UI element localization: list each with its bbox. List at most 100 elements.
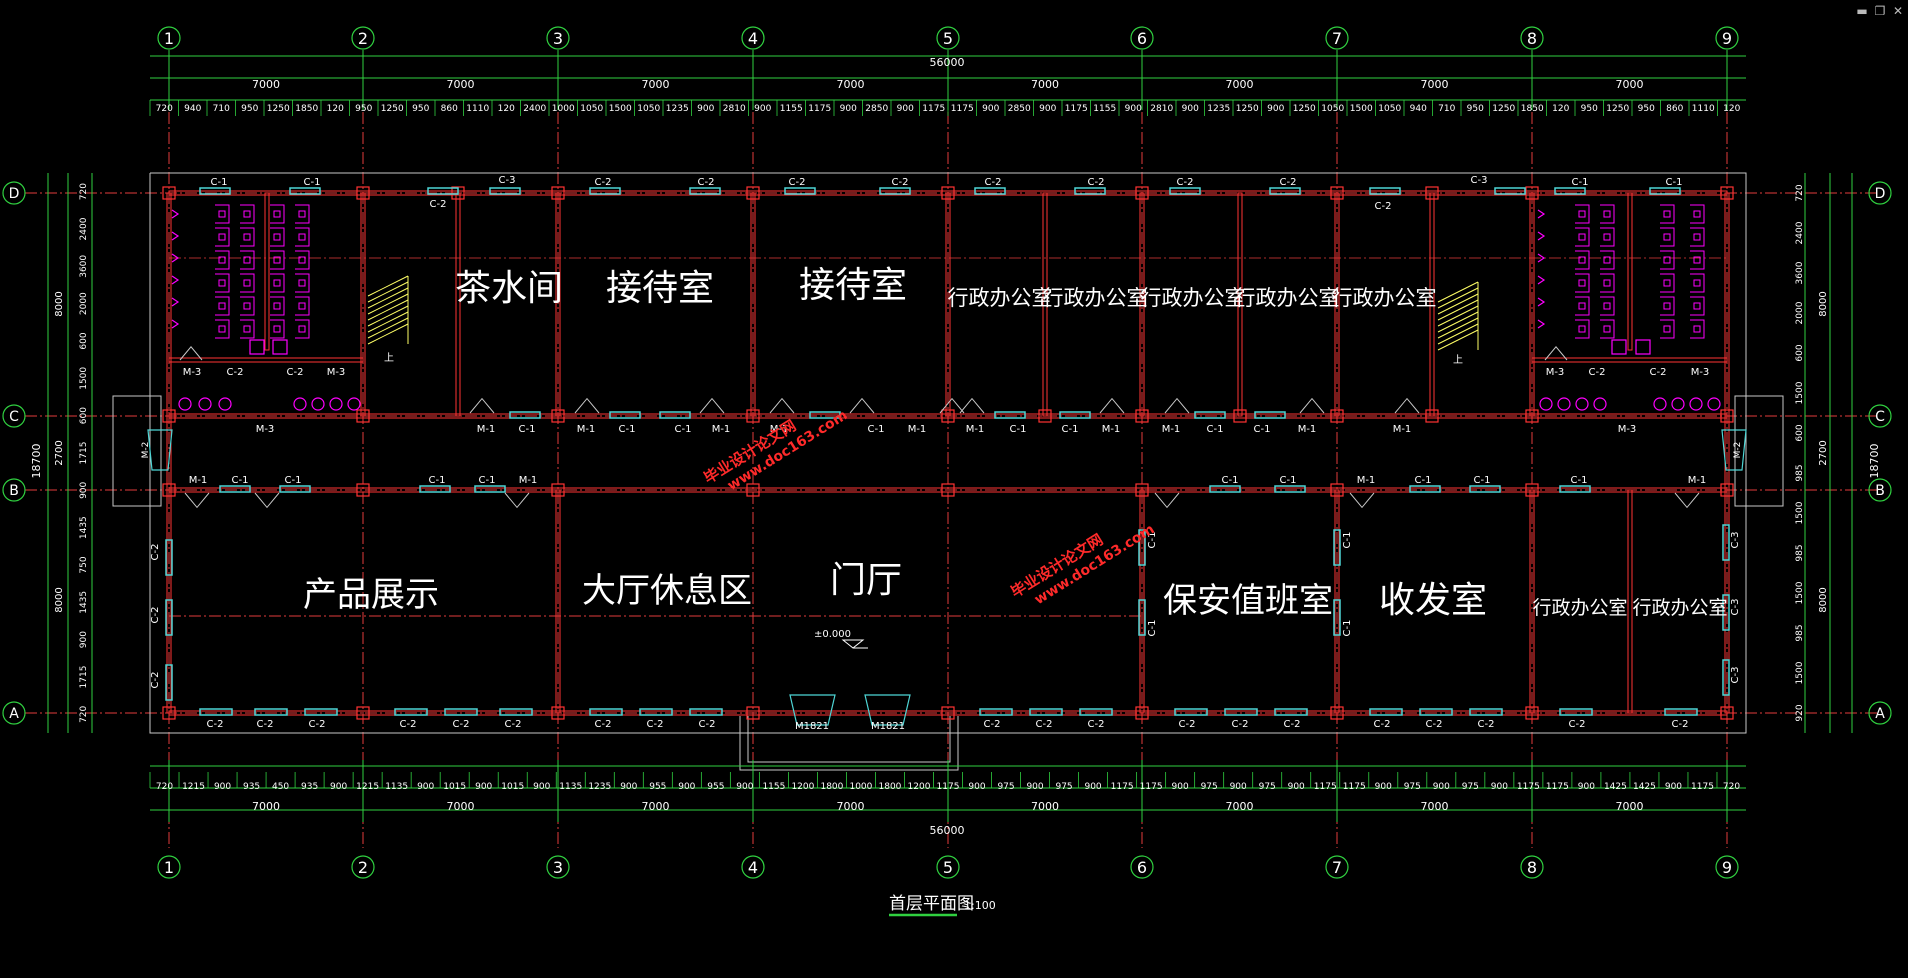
detail-dimension-bottom: 1425 <box>1604 782 1627 792</box>
toilet-stall <box>1600 319 1615 339</box>
window <box>1254 411 1286 419</box>
toilet-stall <box>1690 273 1705 293</box>
column <box>451 186 465 200</box>
toilet-bowl <box>298 256 306 264</box>
opening-tag: C-2 <box>647 719 664 730</box>
toilet-bowl <box>243 256 251 264</box>
toilet-bowl <box>1693 325 1701 333</box>
stair-tread <box>367 275 409 297</box>
restore-button[interactable]: ❐ <box>1874 4 1886 18</box>
window <box>589 187 621 195</box>
close-button[interactable]: ✕ <box>1892 4 1904 18</box>
axis-number-6: 6 <box>1137 29 1147 48</box>
toilet-bowl <box>243 210 251 218</box>
toilet-bowl <box>273 302 281 310</box>
window <box>1559 485 1591 493</box>
toilet-bowl <box>1578 302 1586 310</box>
toilet-bowl <box>243 233 251 241</box>
detail-dimension-bottom: 1200 <box>908 782 931 792</box>
opening-tag: C-1 <box>1342 532 1353 549</box>
detail-dimension-top: 1250 <box>1492 104 1515 114</box>
minimize-button[interactable]: ▬ <box>1856 4 1868 18</box>
stair-tread <box>367 311 409 333</box>
wall-segment <box>750 192 756 417</box>
bay-dimension-top: 7000 <box>252 78 280 91</box>
detail-dimension-right: 3600 <box>1795 261 1805 284</box>
detail-dimension-top: 1110 <box>1692 104 1715 114</box>
axis-bubble-7 <box>1325 855 1349 879</box>
toilet-stall <box>1600 204 1615 224</box>
axis-bubble-4 <box>741 855 765 879</box>
toilet-stall <box>295 296 310 316</box>
toilet-bowl <box>273 279 281 287</box>
door-swing <box>1349 492 1375 509</box>
right-entry-outline <box>1734 395 1784 507</box>
overall-width-bottom: 56000 <box>930 824 965 837</box>
opening-tag: C-2 <box>1280 177 1297 188</box>
door-swing <box>939 397 965 414</box>
column <box>941 706 955 720</box>
axis-number-7: 7 <box>1332 29 1342 48</box>
window <box>689 187 721 195</box>
column <box>746 186 760 200</box>
detail-dimension-top: 1175 <box>922 104 945 114</box>
toilet-stall <box>295 273 310 293</box>
stair-tread <box>1437 317 1479 339</box>
window <box>1419 708 1453 716</box>
axis-number-5: 5 <box>943 858 953 877</box>
bay-dimension-top: 7000 <box>837 78 865 91</box>
opening-tag: C-2 <box>892 177 909 188</box>
toilet-stall <box>215 296 230 316</box>
toilet-stall <box>1660 319 1675 339</box>
toilet-bowl <box>1603 233 1611 241</box>
window <box>1554 187 1586 195</box>
detail-dimension-top: 120 <box>327 104 344 114</box>
toilet-stall <box>1575 319 1590 339</box>
column <box>162 186 176 200</box>
toilet-stall <box>215 227 230 247</box>
toilet-bowl <box>1693 256 1701 264</box>
axis-number-9: 9 <box>1722 29 1732 48</box>
detail-dimension-left: 1435 <box>79 591 89 614</box>
side-door-right <box>1721 429 1747 471</box>
opening-tag: M-3 <box>183 367 202 378</box>
doors <box>147 346 1747 726</box>
detail-dimension-bottom: 1175 <box>1343 782 1366 792</box>
wall-segment <box>1139 489 1145 714</box>
watermark-2: 毕业设计论文网 www.doc163.com <box>1008 521 1158 608</box>
detail-dimension-right: 985 <box>1795 464 1805 481</box>
detail-dimension-bottom: 900 <box>1026 782 1043 792</box>
detail-dimension-left: 900 <box>79 631 89 648</box>
detail-dimension-left: 1715 <box>79 666 89 689</box>
depth-total-right: 8000 <box>1818 587 1829 612</box>
detail-dimension-top: 2810 <box>1150 104 1173 114</box>
toilet-bowl <box>218 325 226 333</box>
window <box>219 485 251 493</box>
wall-segment <box>1529 489 1535 714</box>
opening-tag: C-2 <box>287 367 304 378</box>
detail-dimension-top: 1250 <box>267 104 290 114</box>
opening-tag: M-3 <box>1691 367 1710 378</box>
axis-bubble-B <box>2 478 26 502</box>
detail-dimension-bottom: 1175 <box>1546 782 1569 792</box>
depth-total-left: 8000 <box>54 587 65 612</box>
axis-number-9: 9 <box>1722 858 1732 877</box>
opening-tag: M-3 <box>1618 424 1637 435</box>
left-entry-outline <box>112 395 162 507</box>
detail-dimension-bottom: 1175 <box>937 782 960 792</box>
toilet-bowl <box>1603 256 1611 264</box>
stair-tread <box>1437 311 1479 333</box>
axis-bubble-5 <box>936 855 960 879</box>
window <box>474 485 506 493</box>
opening-tag: C-2 <box>1478 719 1495 730</box>
opening-tag: C-2 <box>789 177 806 188</box>
window <box>199 187 231 195</box>
toilet-stall <box>1600 227 1615 247</box>
detail-dimension-bottom: 1215 <box>356 782 379 792</box>
toilet-bowl <box>298 279 306 287</box>
opening-tag: C-1 <box>1147 620 1158 637</box>
wash-basin <box>1575 397 1589 411</box>
detail-dimension-bottom: 900 <box>1665 782 1682 792</box>
detail-dimension-left: 1435 <box>79 516 89 539</box>
window <box>427 187 459 195</box>
